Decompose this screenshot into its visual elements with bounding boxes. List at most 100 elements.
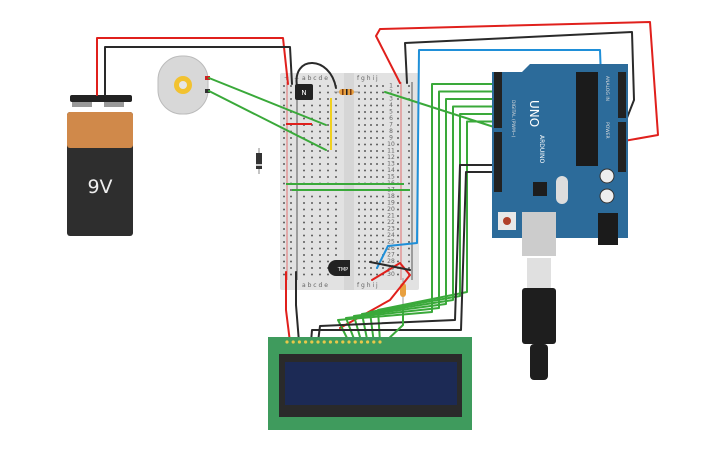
row-number: 18 xyxy=(387,193,395,200)
hole xyxy=(327,98,329,100)
hole xyxy=(358,215,360,217)
hole xyxy=(382,176,384,178)
hole xyxy=(364,85,366,87)
hole xyxy=(382,169,384,172)
hole xyxy=(364,202,366,204)
hole xyxy=(290,221,292,224)
lcd-16x2[interactable] xyxy=(268,337,472,430)
hole xyxy=(376,98,378,100)
transistor-label: N xyxy=(301,89,306,97)
hole xyxy=(397,117,399,120)
wire-red-lcd-power[interactable] xyxy=(285,271,291,343)
lcd-wires[interactable] xyxy=(285,83,498,343)
hole xyxy=(408,85,410,87)
hole xyxy=(311,273,313,276)
hole xyxy=(327,150,329,152)
wire-green-lcd[interactable] xyxy=(345,90,498,343)
hole xyxy=(283,273,285,276)
hole xyxy=(335,104,337,107)
hole xyxy=(327,130,329,133)
wire-green-motor-2[interactable] xyxy=(208,90,327,151)
breadboard[interactable]: a b c d e f g h i j a b c d e f g h i j … xyxy=(280,73,419,290)
wire-red-lcd[interactable] xyxy=(339,262,411,329)
wire-black-gnd[interactable] xyxy=(404,31,635,129)
hole xyxy=(370,176,372,178)
lcd-pin xyxy=(316,340,320,344)
hole xyxy=(358,228,360,230)
wire-green-motor-1[interactable] xyxy=(208,77,327,126)
lcd-pin xyxy=(347,340,351,344)
wire-red-5v[interactable] xyxy=(375,21,659,142)
lcd-pin xyxy=(297,340,301,344)
reset-button[interactable] xyxy=(503,217,511,225)
hole xyxy=(370,247,372,250)
hole xyxy=(382,267,384,269)
hole xyxy=(327,202,329,204)
usb-cable[interactable] xyxy=(522,212,556,380)
hole xyxy=(311,215,313,217)
wire-red-battery[interactable] xyxy=(96,37,289,96)
hole xyxy=(319,98,321,100)
hole xyxy=(382,202,384,204)
hole xyxy=(303,195,305,198)
hole xyxy=(319,260,321,263)
hole xyxy=(290,143,292,146)
temperature-sensor[interactable]: TMP xyxy=(328,260,350,276)
row-number: 26 xyxy=(387,245,395,252)
hole xyxy=(382,98,384,100)
wire-green-lcd[interactable] xyxy=(337,83,498,343)
lcd-pin xyxy=(353,340,357,344)
hole xyxy=(283,91,285,94)
wire-green-lcd-contrast[interactable] xyxy=(384,304,404,343)
hole xyxy=(364,195,366,198)
battery-9v[interactable]: 9V xyxy=(67,95,133,236)
hole xyxy=(382,208,384,211)
resistor-1[interactable] xyxy=(334,89,360,95)
lcd-pin xyxy=(304,340,308,344)
wire-green-lcd[interactable] xyxy=(377,120,498,343)
hole xyxy=(311,260,313,263)
hole xyxy=(335,143,337,146)
hole xyxy=(358,221,360,224)
hole xyxy=(303,111,305,113)
hole xyxy=(382,150,384,152)
wire-black-battery[interactable] xyxy=(104,46,293,96)
wire-black-lcd[interactable] xyxy=(317,164,498,343)
hole xyxy=(319,254,321,256)
hole xyxy=(408,150,410,152)
dc-motor[interactable] xyxy=(157,55,210,115)
hole xyxy=(319,228,321,230)
hole xyxy=(397,130,399,133)
hole xyxy=(311,221,313,224)
hole xyxy=(397,143,399,146)
transistor[interactable]: N xyxy=(295,84,313,100)
wire-black-lcd-2[interactable] xyxy=(310,171,498,343)
hole xyxy=(303,234,305,237)
row-number: 14 xyxy=(387,167,395,174)
wire-black-sensor[interactable] xyxy=(369,261,411,271)
hole xyxy=(364,98,366,100)
wire-black-transistor[interactable] xyxy=(295,62,337,89)
arduino-uno[interactable]: UNO DIGITAL (PWM~) ARDUINO ANALOG IN POW… xyxy=(492,64,628,245)
hole xyxy=(370,143,372,146)
row-number: 25 xyxy=(387,239,395,246)
wire-black-lcd-power[interactable] xyxy=(295,271,300,343)
hole xyxy=(290,234,292,237)
hole xyxy=(327,91,329,94)
hole xyxy=(327,143,329,146)
diode[interactable] xyxy=(256,148,262,174)
hole xyxy=(370,215,372,217)
hole xyxy=(290,176,292,178)
hole xyxy=(370,267,372,269)
row-number: 2 xyxy=(389,89,393,96)
hole xyxy=(397,85,399,87)
hole xyxy=(290,228,292,230)
hole xyxy=(376,208,378,211)
hole xyxy=(370,130,372,133)
hole xyxy=(370,117,372,120)
wire-green-lcd[interactable] xyxy=(369,113,498,343)
hole xyxy=(370,91,372,94)
hole xyxy=(303,273,305,276)
hole xyxy=(397,260,399,263)
